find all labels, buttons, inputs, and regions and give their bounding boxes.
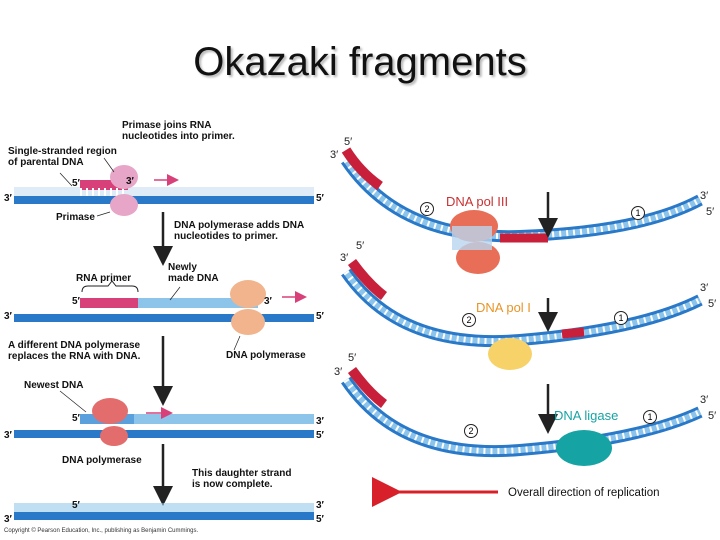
end-5-p2-right: 5′ xyxy=(316,311,324,322)
panel3-strands xyxy=(14,414,314,438)
end-3-p4: 3′ xyxy=(4,514,12,525)
label-single-stranded: Single-stranded region of parental DNA xyxy=(8,146,117,168)
r-end-3-a: 3′ xyxy=(330,149,339,161)
pol3-blob xyxy=(450,210,500,274)
step-1-a: 1 xyxy=(631,206,645,220)
step-1-b: 1 xyxy=(614,311,628,325)
end-5-p2: 5′ xyxy=(72,296,80,307)
label-ligase: DNA ligase xyxy=(554,408,619,423)
r-end-5-a: 5′ xyxy=(344,136,353,148)
end-3-p2-new: 3′ xyxy=(264,296,272,307)
panel2-strands xyxy=(14,298,314,322)
pol1-blob xyxy=(488,338,532,370)
ligase-blob xyxy=(556,430,612,466)
r-end-5-c: 5′ xyxy=(348,352,357,364)
polymerase-blob-1 xyxy=(230,280,266,335)
r-end-3-a-right: 3′ xyxy=(700,190,709,202)
end-5-p1-right: 5′ xyxy=(316,193,324,204)
end-3-p3-right: 3′ xyxy=(316,416,324,427)
r-end-5-c-right: 5′ xyxy=(708,410,717,422)
end-3-p3: 3′ xyxy=(4,430,12,441)
end-3-p2: 3′ xyxy=(4,311,12,322)
r-end-5-a-right: 5′ xyxy=(706,206,715,218)
panel1-parental-strand xyxy=(14,180,314,204)
label-pol3: DNA pol III xyxy=(446,194,509,209)
curved-strand-3 xyxy=(341,367,703,458)
r-end-3-c: 3′ xyxy=(334,366,343,378)
label-primase-joins: Primase joins RNA nucleotides into prime… xyxy=(122,120,235,142)
curved-strand-1 xyxy=(341,147,703,243)
label-newest-dna: Newest DNA xyxy=(24,380,84,391)
label-overall-direction: Overall direction of replication xyxy=(508,487,660,499)
label-dna-pol-adds: DNA polymerase adds DNA nucleotides to p… xyxy=(174,220,305,242)
step-1-c: 1 xyxy=(643,410,657,424)
step-2-b: 2 xyxy=(462,313,476,327)
label-rna-primer: RNA primer xyxy=(76,273,132,284)
r-end-3-c-right: 3′ xyxy=(700,394,709,406)
end-5-p1: 5′ xyxy=(72,178,80,189)
label-pol1: DNA pol I xyxy=(476,300,531,315)
polymerase-blob-2 xyxy=(92,398,128,446)
label-newly-made: Newly made DNA xyxy=(168,262,219,284)
copyright: Copyright © Pearson Education, Inc., pub… xyxy=(4,528,199,534)
end-5-p4-right: 5′ xyxy=(316,514,324,525)
end-5-p3: 5′ xyxy=(72,413,80,424)
label-dna-polymerase-1: DNA polymerase xyxy=(226,350,306,361)
r-end-5-b-right: 5′ xyxy=(708,298,717,310)
panel4-strands xyxy=(14,503,314,520)
r-end-5-b: 5′ xyxy=(356,240,365,252)
end-5-p3-right: 5′ xyxy=(316,430,324,441)
primase-blob xyxy=(110,165,138,216)
end-3-p1: 3′ xyxy=(4,193,12,204)
end-3-p1-rna: 3′ xyxy=(126,176,134,187)
step-2-a: 2 xyxy=(420,202,434,216)
label-primase: Primase xyxy=(56,212,95,223)
end-5-p4: 5′ xyxy=(72,500,80,511)
step-2-c: 2 xyxy=(464,424,478,438)
label-complete: This daughter strand is now complete. xyxy=(192,468,292,490)
r-end-3-b-right: 3′ xyxy=(700,282,709,294)
end-3-p4-right: 3′ xyxy=(316,500,324,511)
page-title: Okazaki fragments xyxy=(193,40,527,84)
label-dna-polymerase-2: DNA polymerase xyxy=(62,455,142,466)
r-end-3-b: 3′ xyxy=(340,252,349,264)
label-different-pol: A different DNA polymerase replaces the … xyxy=(8,340,141,362)
